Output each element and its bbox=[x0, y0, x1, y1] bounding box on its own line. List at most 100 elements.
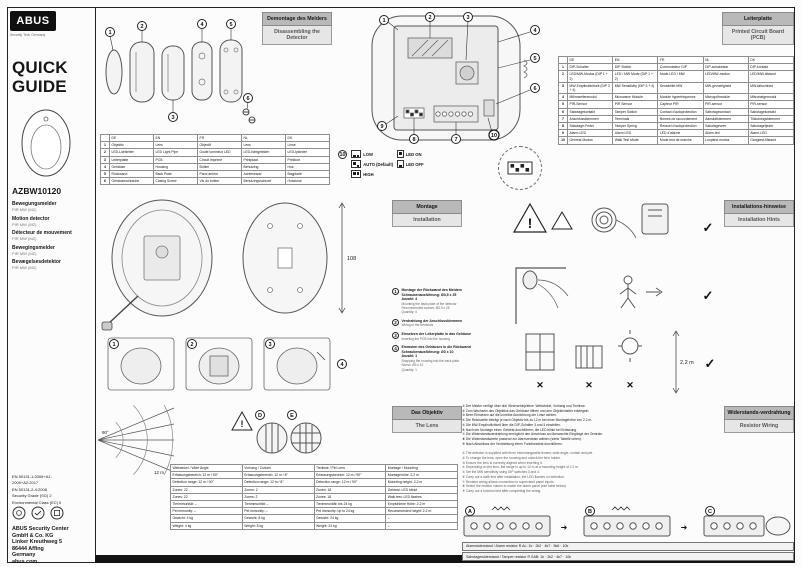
table-cell: Paroi arrière bbox=[197, 170, 242, 179]
table-cell: LED-lichtgeleider bbox=[241, 148, 286, 157]
text-line: Germany bbox=[12, 552, 36, 559]
abus-logo-box: ABUS bbox=[10, 11, 56, 31]
svg-text:7: 7 bbox=[454, 137, 457, 143]
text-line: Anzahl: 4 bbox=[401, 297, 418, 301]
table-cell: Microgolfmodule bbox=[702, 93, 749, 102]
table-cell: Printkort bbox=[285, 155, 330, 164]
dip-setting-high: HIGH bbox=[351, 170, 393, 178]
text-line: ⑦ Die Widerstandsverdrahtung ermöglicht … bbox=[462, 432, 603, 437]
table-cell: Alarm-led bbox=[702, 129, 749, 138]
table-cell: Alarm-LED bbox=[566, 129, 614, 138]
svg-text:1: 1 bbox=[382, 18, 385, 24]
angle-label: 90° bbox=[102, 430, 109, 435]
table-cell: 3 bbox=[100, 155, 110, 164]
check-icon: ✓ bbox=[703, 220, 714, 235]
hints-header-en: Installation Hints bbox=[724, 214, 794, 227]
table-cell: Montagehöhe: 2,2 m bbox=[385, 471, 458, 480]
wiring-diagram: A B C ➜ ➜ bbox=[463, 506, 791, 537]
table-row: Erfassungsbereich: 12 m / 90°Erfassungsb… bbox=[170, 471, 458, 480]
table-cell: NL bbox=[702, 55, 749, 65]
text-line: Quantity: 1 bbox=[401, 367, 417, 372]
disassembly-header-en: Disassembling the Detector bbox=[262, 26, 332, 45]
text-line: ③ Ensure the lens is correctly aligned w… bbox=[462, 460, 543, 465]
table-cell: 4 bbox=[558, 93, 568, 102]
table-cell: 2 bbox=[100, 148, 110, 157]
dip-switch-zoom-icon bbox=[507, 161, 533, 175]
notes-block: ① Der Melder verfügt über drei Wechselob… bbox=[462, 404, 718, 494]
svg-text:E: E bbox=[290, 413, 294, 419]
table-cell: Weight: 24 kg bbox=[313, 521, 387, 530]
callout-letter: A B C bbox=[465, 506, 715, 516]
text-line: Screw: Ø3 x 10 bbox=[401, 363, 424, 368]
table-cell: Weight: 8 kg bbox=[241, 521, 315, 530]
table-cell: Erfassungsbereich: 12 m / 8° bbox=[241, 471, 315, 480]
table-cell: Zonen: 22 bbox=[170, 485, 243, 494]
table-cell: Erfassungsbereich: 12 m / 90° bbox=[170, 471, 243, 480]
svg-text:1: 1 bbox=[108, 30, 111, 36]
svg-text:3: 3 bbox=[268, 342, 271, 348]
table-cell bbox=[100, 133, 110, 143]
svg-text:3: 3 bbox=[466, 15, 469, 21]
table-cell: Vorhang / Curtain bbox=[241, 463, 315, 473]
callout-number: 1 2 3 4 5 6 bbox=[105, 19, 253, 122]
dip-setting-auto: AUTO (Default) bbox=[351, 160, 393, 168]
table-cell: Guide lumineux LED bbox=[197, 148, 242, 157]
svg-text:4: 4 bbox=[533, 28, 537, 34]
certification-mark-icon bbox=[31, 506, 45, 520]
table-cell: Microwave Module bbox=[612, 93, 659, 102]
text-line: Recommended screws: Ø3.5 x 25 bbox=[401, 305, 450, 310]
pcb-diagram: 1 2 3 4 5 6 7 8 9 10 bbox=[371, 12, 540, 144]
table-cell: Alarm LED bbox=[612, 129, 659, 138]
text-line: ① The detector is supplied with three in… bbox=[462, 451, 594, 456]
table-cell: EN bbox=[612, 55, 659, 65]
arrow-icon: ➜ bbox=[561, 523, 568, 532]
lens-header-en: The Lens bbox=[392, 420, 462, 433]
table-cell: Gangtest-tilstand bbox=[747, 136, 795, 145]
text-line: EN 50131-2-4:2008 bbox=[12, 486, 47, 492]
table-cell: PIR-sensor bbox=[747, 100, 795, 109]
text-line: Einrasten des Gehäuses in die Rückwand bbox=[401, 345, 471, 350]
montage-header: Montage Installation bbox=[392, 200, 462, 227]
text-line: GmbH & Co. KG bbox=[12, 532, 54, 539]
svg-text:10: 10 bbox=[491, 133, 497, 139]
resistor-symbol bbox=[491, 506, 631, 511]
step-number: 3 bbox=[392, 332, 399, 340]
table-cell: Behuizingsschroef bbox=[241, 177, 286, 186]
table-cell: PIR Sensor bbox=[612, 100, 659, 109]
notes-german: ① Der Melder verfügt über drei Wechselob… bbox=[462, 404, 718, 446]
svg-text:D: D bbox=[258, 413, 262, 419]
text-line: ⑦ Resistor wiring allows connection to s… bbox=[462, 479, 555, 484]
wiring-header-en: Resistor Wiring bbox=[724, 420, 794, 433]
table-cell: Empfohlene Höhe: 2,2 m bbox=[385, 500, 458, 509]
table-cell: Linse bbox=[285, 141, 330, 150]
table-cell: Housing bbox=[153, 162, 198, 172]
table-cell: Zones: 2 bbox=[241, 492, 315, 502]
table-cell: 7 bbox=[558, 114, 568, 124]
table-cell: Pet immunity: up to 24 kg bbox=[313, 507, 387, 516]
title-line-2: GUIDE bbox=[12, 77, 67, 96]
table-cell: Lens bbox=[153, 141, 198, 150]
dip-switch-legend: 10 LOW AUTO (Default) HIGH LED ON LED OF… bbox=[338, 150, 488, 178]
text-line: Schraubenausführung: Ø3 x 10 bbox=[401, 349, 454, 354]
table-cell: 8 bbox=[558, 122, 568, 131]
table-cell: Casing Screw bbox=[153, 177, 198, 186]
svg-text:!: ! bbox=[528, 215, 533, 231]
table-cell: LED/MW-Modus (DIP 1 + 2) bbox=[566, 70, 614, 83]
left-column-divider bbox=[95, 7, 96, 563]
text-line: abus.com bbox=[12, 558, 38, 565]
text-line: 2009+A2:2017 bbox=[12, 480, 39, 486]
